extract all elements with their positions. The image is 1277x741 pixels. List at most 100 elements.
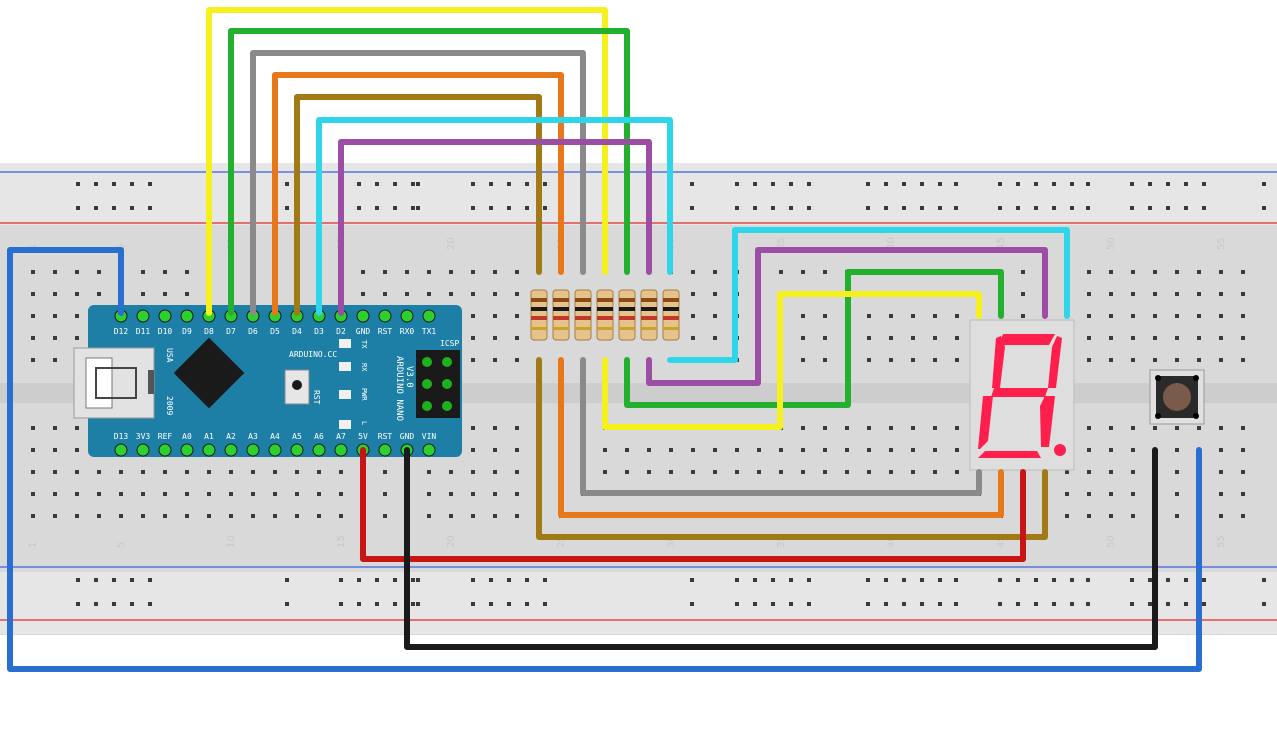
nano-pin (180, 309, 194, 323)
rst-label: RST (312, 390, 321, 405)
top-pin-label: RX0 (400, 327, 415, 336)
wire-black (404, 447, 1158, 650)
bottom-pin-label: A1 (204, 432, 214, 441)
top-pin-label: D10 (158, 327, 173, 336)
segment-f (992, 336, 1005, 388)
wire-orange (272, 72, 564, 316)
icsp-header (416, 350, 460, 418)
nano-pin (290, 443, 304, 457)
resistor (596, 289, 614, 341)
year-label: 2009 (165, 396, 174, 415)
column-number: 40 (886, 535, 897, 548)
bottom-pin-label: A4 (270, 432, 280, 441)
led-pwr (339, 390, 351, 399)
pwr-led-label: PWR (360, 388, 368, 401)
nano-pin (136, 309, 150, 323)
nano-pcb (88, 305, 462, 457)
bottom-pin-label: D13 (114, 432, 129, 441)
nano-pin (400, 309, 414, 323)
bottom-pin-label: A5 (292, 432, 302, 441)
wire-blue (7, 247, 1202, 672)
segment-a (999, 334, 1055, 345)
bottom-pin-label: 5V (358, 432, 368, 441)
top-pin-label: RST (378, 327, 393, 336)
top-pin-label: D5 (270, 327, 280, 336)
top-pin-label: TX1 (422, 327, 437, 336)
usb-label: USA (165, 348, 174, 363)
column-number: 5 (116, 244, 127, 250)
segment-c (1040, 396, 1055, 447)
wire-gray (250, 50, 586, 316)
resistor (618, 289, 636, 341)
nano-pin (356, 309, 370, 323)
usb-connector (73, 347, 155, 419)
column-number: 1 (28, 542, 39, 548)
bottom-pin-label: A2 (226, 432, 236, 441)
segment-d (978, 451, 1041, 458)
resistor (552, 289, 570, 341)
bottom-pin-label: VIN (422, 432, 437, 441)
tx-led-label: TX (360, 340, 368, 349)
column-number: 25 (556, 535, 567, 548)
column-number: 20 (446, 535, 457, 548)
display-segments (978, 334, 1066, 458)
nano-pin (422, 309, 436, 323)
column-number: 15 (336, 535, 347, 548)
nano-pin (136, 443, 150, 457)
top-pin-label: D2 (336, 327, 346, 336)
top-pin-label: D6 (248, 327, 258, 336)
nano-pin (268, 443, 282, 457)
led-l (339, 420, 351, 429)
wire-cyan (316, 117, 673, 316)
column-number: 1 (28, 244, 39, 250)
bottom-pin-label: A7 (336, 432, 346, 441)
bottom-pin-label: A0 (182, 432, 192, 441)
resistor (640, 289, 658, 341)
nano-pin (114, 443, 128, 457)
resistor (530, 289, 548, 341)
wire-red (360, 447, 1026, 562)
reset-button[interactable] (284, 369, 310, 405)
board-name: ARDUINO NANO (394, 356, 404, 421)
nano-pin (158, 443, 172, 457)
column-number: 30 (666, 535, 677, 548)
column-number: 20 (446, 237, 457, 250)
push-button[interactable] (1149, 369, 1205, 425)
led-tx (339, 339, 351, 348)
bottom-pin-label: GND (400, 432, 415, 441)
top-pin-label: D9 (182, 327, 192, 336)
bottom-pin-label: A6 (314, 432, 324, 441)
wire-brown (294, 94, 542, 316)
nano-pin (378, 309, 392, 323)
board-version: V3.0 (404, 366, 414, 388)
bottom-pin-label: 3V3 (136, 432, 151, 441)
column-number: 10 (226, 535, 237, 548)
resistor-array (530, 289, 680, 341)
column-number: 45 (996, 237, 1007, 250)
nano-pin (378, 443, 392, 457)
resistor (662, 289, 680, 341)
rx-led-label: RX (360, 363, 368, 372)
bottom-power-rail (0, 572, 1277, 634)
column-number: 50 (1106, 237, 1117, 250)
top-pin-label: GND (356, 327, 371, 336)
l-led-label: L (360, 421, 368, 425)
wire-gray-2 (580, 357, 982, 496)
top-pin-label: D11 (136, 327, 151, 336)
top-power-rail (0, 163, 1277, 225)
wire-purple (338, 139, 652, 316)
wires (7, 7, 1202, 672)
segment-b (1048, 336, 1062, 388)
top-pin-label: D12 (114, 327, 129, 336)
segment-g (991, 388, 1048, 397)
led-rx (339, 362, 351, 371)
column-number: 55 (1216, 535, 1227, 548)
icsp-label: ICSP (440, 339, 459, 348)
bottom-pin-label: REF (158, 432, 173, 441)
bottom-pin-label: A3 (248, 432, 258, 441)
wire-yellow-2 (602, 291, 982, 430)
nano-pin (422, 443, 436, 457)
segment-e (978, 396, 993, 449)
nano-pin (158, 309, 172, 323)
